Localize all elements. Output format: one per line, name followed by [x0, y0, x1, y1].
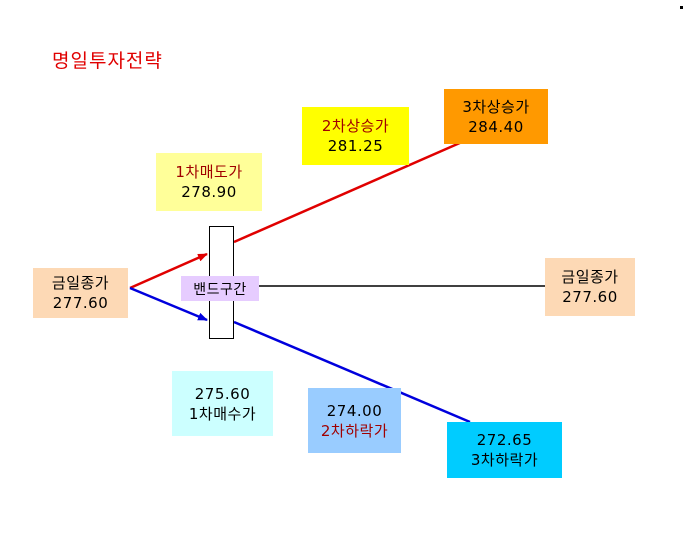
- down-arrow-line: [129, 286, 208, 322]
- third-fall-box: 272.65 3차하락가: [447, 422, 562, 478]
- third-rise-box: 3차상승가 284.40: [444, 89, 548, 144]
- corner-mark: [680, 6, 683, 9]
- third-fall-label: 3차하락가: [470, 451, 539, 469]
- third-rise-label: 3차상승가: [462, 97, 530, 116]
- close-price-right-label: 금일종가: [561, 268, 619, 286]
- band-range-label: 밴드구간: [181, 276, 259, 301]
- close-price-left-box: 금일종가 277.60: [33, 268, 128, 318]
- second-fall-value: 274.00: [326, 401, 383, 420]
- first-buy-label: 1차매수가: [188, 404, 257, 423]
- up-trend-line: [233, 140, 463, 244]
- third-rise-value: 284.40: [468, 117, 524, 136]
- close-price-left-label: 금일종가: [51, 274, 110, 292]
- first-sell-value: 278.90: [181, 183, 237, 201]
- close-price-left-value: 277.60: [52, 294, 109, 312]
- second-fall-box: 274.00 2차하락가: [308, 388, 401, 453]
- first-buy-box: 275.60 1차매수가: [172, 371, 273, 436]
- second-rise-box: 2차상승가 281.25: [302, 107, 409, 165]
- first-sell-label: 1차매도가: [175, 163, 243, 181]
- first-buy-value: 275.60: [194, 384, 251, 403]
- close-price-right-box: 금일종가 277.60: [545, 258, 635, 316]
- third-fall-value: 272.65: [476, 431, 533, 449]
- second-rise-label: 2차상승가: [321, 117, 390, 135]
- first-sell-box: 1차매도가 278.90: [156, 153, 262, 211]
- diagram-title: 명일투자전략: [52, 50, 163, 72]
- up-arrow-line: [129, 252, 208, 290]
- second-rise-value: 281.25: [327, 137, 384, 155]
- close-price-right-value: 277.60: [562, 288, 618, 306]
- second-fall-label: 2차하락가: [320, 421, 389, 440]
- down-trend-line: [233, 320, 471, 424]
